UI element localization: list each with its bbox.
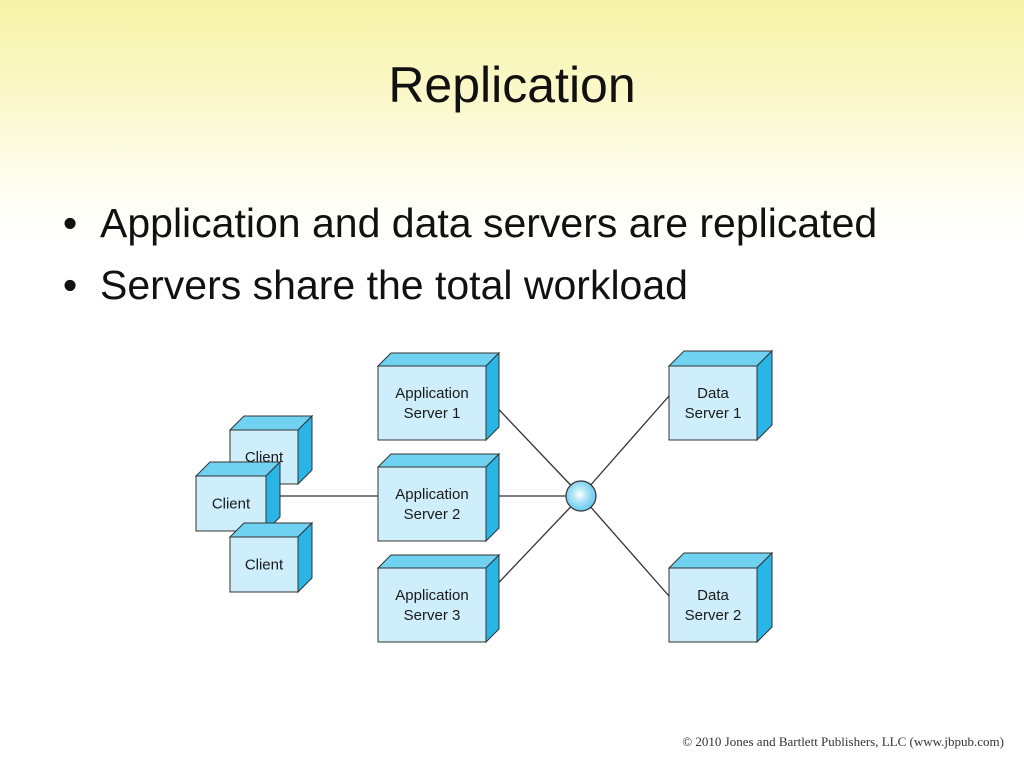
hub-to-data-server-1-line	[580, 395, 670, 497]
bullet-icon: •	[62, 262, 78, 308]
bullet-text: Servers share the total workload	[100, 262, 688, 308]
hub-to-data-server-2-line	[580, 495, 670, 597]
box-front-face	[377, 466, 487, 542]
bullet-icon: •	[62, 200, 78, 246]
node-label: Client	[212, 496, 251, 513]
node-label: Server 1	[404, 405, 461, 422]
node-label: Server 1	[685, 405, 742, 422]
client-node: Client	[228, 521, 314, 594]
box-front-face	[195, 475, 267, 532]
node-label: Server 2	[685, 607, 742, 624]
node-label: Application	[395, 587, 468, 604]
slide-title: Replication	[388, 57, 636, 113]
node-label: Application	[395, 486, 468, 503]
box-side-face	[485, 553, 500, 644]
node-label: Server 3	[404, 607, 461, 624]
app-server-3-to-hub-line	[485, 495, 582, 597]
box-front-face	[377, 365, 487, 441]
box-side-face	[756, 349, 773, 442]
node-label: Application	[395, 385, 468, 402]
bullet-text: Application and data servers are replica…	[100, 200, 878, 246]
box-top-face	[376, 554, 501, 569]
box-front-face	[229, 536, 299, 593]
box-side-face	[485, 452, 500, 543]
bullet-list: • Application and data servers are repli…	[58, 192, 877, 316]
box-top-face	[376, 453, 501, 468]
app-server-1-to-hub-line	[485, 395, 582, 497]
box-side-face	[485, 351, 500, 442]
node-label: Data	[697, 587, 729, 604]
connectors	[265, 395, 670, 597]
bullet-item: • Application and data servers are repli…	[58, 192, 877, 254]
box-top-face	[667, 350, 774, 367]
node-label: Client	[245, 557, 284, 574]
client-node: Client	[194, 460, 282, 533]
node-label: Server 2	[404, 506, 461, 523]
box-top-face	[667, 552, 774, 569]
node-label: Data	[697, 385, 729, 402]
network-hub-icon	[565, 480, 597, 512]
bullet-item: • Servers share the total workload	[58, 254, 877, 316]
box-top-face	[376, 352, 501, 367]
box-front-face	[668, 567, 758, 643]
box-side-face	[756, 551, 773, 644]
box-front-face	[377, 567, 487, 643]
copyright-notice: © 2010 Jones and Bartlett Publishers, LL…	[682, 734, 1004, 749]
box-front-face	[668, 365, 758, 441]
